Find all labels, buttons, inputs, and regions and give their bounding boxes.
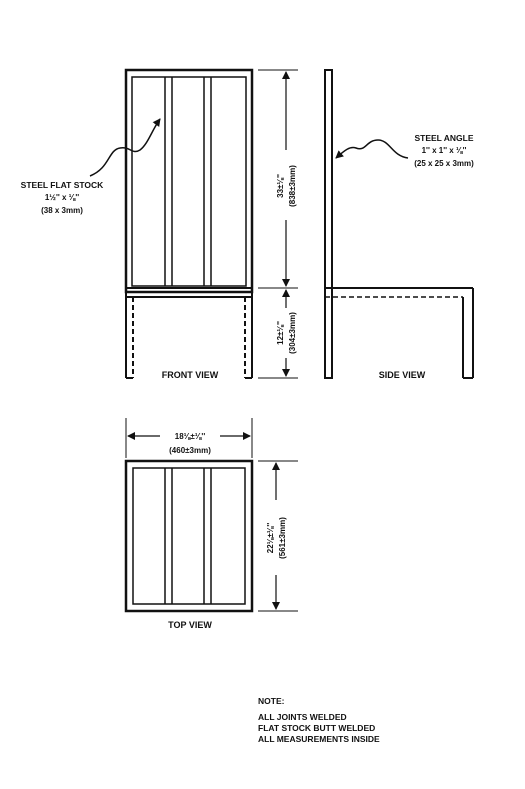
top-seat-frame-inner: [132, 467, 246, 605]
front-view-title: FRONT VIEW: [162, 370, 219, 380]
front-seat-band: [125, 287, 253, 298]
top-view: 18⅛±⅛'' (460±3mm) TOP VIEW 22⅛±⅛'' (561±…: [124, 418, 298, 630]
flat-stock-leader: [89, 118, 161, 177]
note-line-3: ALL MEASUREMENTS INSIDE: [258, 734, 380, 744]
flat-stock-callout: STEEL FLAT STOCK 1½'' x ⅛'' (38 x 3mm): [21, 118, 161, 215]
angle-leader: [335, 139, 409, 159]
front-slats: [164, 77, 212, 286]
seat-height-mm: (304±3mm): [288, 312, 297, 354]
angle-size-in: 1'' x 1'' x ⅛'': [422, 146, 467, 155]
depth-in: 22⅛±⅛'': [266, 523, 275, 554]
seat-height-in: 12±⅛'': [276, 321, 285, 345]
note-title: NOTE:: [258, 696, 285, 706]
width-mm: (460±3mm): [169, 446, 211, 455]
back-height-in: 33±⅛'': [276, 174, 285, 198]
front-legs: [125, 297, 253, 379]
top-slats: [164, 468, 212, 604]
side-view-title: SIDE VIEW: [379, 370, 426, 380]
flat-stock-size-mm: (38 x 3mm): [41, 206, 83, 215]
depth-mm: (561±3mm): [278, 517, 287, 559]
angle-callout: STEEL ANGLE 1'' x 1'' x ⅛'' (25 x 25 x 3…: [335, 133, 474, 168]
flat-stock-label: STEEL FLAT STOCK: [21, 180, 105, 190]
side-back-post: [324, 69, 333, 379]
top-seat-frame-outer: [124, 459, 254, 613]
front-back-frame-inner: [131, 76, 247, 287]
side-view: SIDE VIEW: [324, 69, 474, 380]
height-dimensions: 33±⅛'' (838±3mm) 12±⅛'' (304±3mm): [258, 69, 298, 379]
note-line-1: ALL JOINTS WELDED: [258, 712, 347, 722]
top-view-title: TOP VIEW: [168, 620, 212, 630]
width-in: 18⅛±⅛'': [175, 432, 206, 441]
note-line-2: FLAT STOCK BUTT WELDED: [258, 723, 375, 733]
angle-label: STEEL ANGLE: [414, 133, 473, 143]
angle-size-mm: (25 x 25 x 3mm): [414, 159, 474, 168]
front-back-frame-outer: [124, 68, 254, 294]
note-block: NOTE: ALL JOINTS WELDED FLAT STOCK BUTT …: [258, 696, 380, 744]
flat-stock-size-in: 1½'' x ⅛'': [45, 193, 79, 202]
front-view: FRONT VIEW: [124, 68, 254, 380]
back-height-mm: (838±3mm): [288, 165, 297, 207]
